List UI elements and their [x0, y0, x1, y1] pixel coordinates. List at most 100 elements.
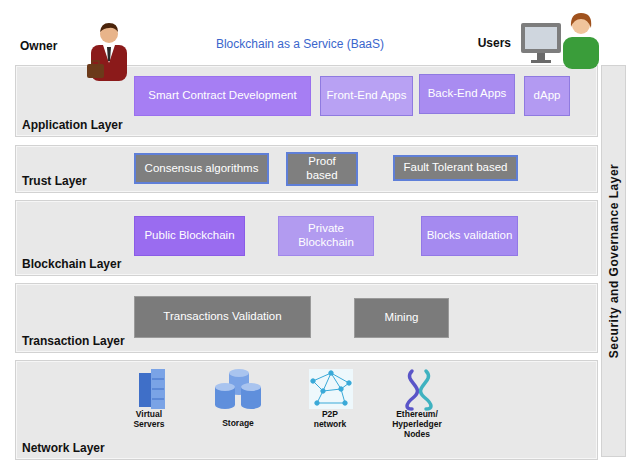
owner-shirt: [103, 45, 115, 63]
user-body: [563, 37, 599, 69]
box-label: Blocks validation: [427, 229, 513, 243]
storage-top: [229, 369, 249, 377]
icon-label: P2P network: [305, 410, 355, 430]
layer-band: Network Layer: [15, 360, 598, 460]
box-label: Fault Tolerant based: [404, 161, 508, 175]
layer-band: Blockchain LayerPublic BlockchainPrivate…: [15, 200, 598, 276]
icon-label-holder: P2P network: [305, 410, 355, 431]
p2p-peer: [315, 401, 319, 405]
actor-label: Owner: [20, 40, 57, 54]
briefcase-handle: [92, 61, 99, 65]
service-box: Transactions Validation: [134, 296, 311, 338]
storage-top: [215, 383, 235, 391]
layer-title: Application Layer: [22, 118, 591, 132]
service-box: Fault Tolerant based: [393, 155, 518, 181]
actor-label-holder: Users: [455, 33, 511, 51]
node-strand: [407, 371, 417, 409]
storage-icon: [215, 369, 261, 409]
actor-label: Users: [478, 37, 511, 51]
server-slot: [152, 389, 164, 390]
service-box: Back-End Apps: [419, 74, 515, 114]
p2p-link: [323, 373, 331, 391]
service-box: Consensus algorithms: [134, 153, 269, 184]
box-label: Private Blockchain: [283, 222, 369, 250]
p2p-ground: [309, 369, 353, 409]
p2p-link: [341, 389, 345, 403]
box-label: dApp: [534, 89, 561, 103]
box-label: Transactions Validation: [163, 310, 281, 324]
p2p-peer: [311, 379, 315, 383]
layer-band: Application Layer Smart Contract Developm…: [15, 65, 598, 137]
server-rack: [139, 373, 151, 407]
icon-label-holder: Ethereum/ Hyperledger Nodes: [380, 410, 454, 441]
p2p-link: [313, 381, 323, 391]
p2p-link: [323, 389, 341, 391]
service-box: Public Blockchain: [134, 216, 245, 256]
box-label: Public Blockchain: [144, 229, 234, 243]
p2p-peer: [347, 381, 351, 385]
owner-suit: [91, 45, 127, 81]
box-label: Proof based: [292, 155, 352, 183]
owner-tie: [107, 47, 111, 61]
icon-label-holder: Virtual Servers: [122, 410, 176, 431]
p2p-link: [317, 391, 323, 403]
p2p-link: [317, 403, 345, 404]
storage-bottom: [241, 401, 261, 409]
storage-bottom: [215, 401, 235, 409]
icon-label: Virtual Servers: [122, 410, 176, 430]
user-head: [572, 16, 590, 34]
p2p-link: [313, 373, 331, 381]
layer-title: Security and Governance Layer: [607, 65, 621, 457]
actor-label-holder: Owner: [20, 36, 80, 54]
layer-title: Transaction Layer: [22, 334, 591, 348]
p2p-network-icon: [309, 369, 353, 409]
p2p-peer: [321, 389, 325, 393]
p2p-link: [331, 373, 349, 383]
side-band: Security and Governance Layer: [601, 65, 626, 457]
server-slot: [152, 399, 164, 400]
diagram-title: Blockchain as a Service (BaaS): [216, 37, 384, 51]
storage-bottom: [229, 387, 249, 395]
layer-band: Transaction Layer Transactions Validation…: [15, 283, 598, 353]
icon-label-holder: Storage: [212, 412, 264, 430]
storage-top: [241, 383, 261, 391]
storage-cylinder: [241, 387, 261, 405]
box-label: Back-End Apps: [428, 87, 507, 101]
service-box: dApp: [524, 76, 570, 116]
server-rack: [151, 369, 165, 409]
title-box: Blockchain as a Service (BaaS): [170, 34, 430, 52]
server-slot: [152, 379, 164, 380]
user-hair: [571, 13, 591, 28]
owner-head: [100, 25, 118, 43]
service-box: Blocks validation: [421, 216, 518, 256]
p2p-peer: [339, 387, 343, 391]
p2p-peer: [329, 371, 333, 375]
icon-label: Storage: [222, 419, 254, 429]
monitor: [521, 23, 561, 53]
storage-cylinder: [229, 373, 249, 391]
service-box: Proof based: [286, 152, 358, 186]
monitor-stand: [537, 53, 545, 61]
layer-title: Network Layer: [22, 441, 591, 455]
service-box: Smart Contract Development: [134, 76, 311, 116]
p2p-link: [331, 373, 341, 389]
node-icon: [407, 371, 431, 409]
monitor-screen: [525, 27, 557, 49]
user-icon: [521, 13, 599, 69]
layer-band: Trust LayerConsensus algorithmsProof bas…: [15, 145, 598, 193]
box-label: Front-End Apps: [327, 89, 407, 103]
storage-cylinder: [215, 387, 235, 405]
box-label: Mining: [385, 311, 419, 325]
service-box: Front-End Apps: [320, 76, 413, 116]
box-label: Smart Contract Development: [148, 89, 296, 103]
virtual-servers-icon: [139, 369, 165, 409]
p2p-peer: [343, 401, 347, 405]
owner-briefcase: [87, 64, 104, 78]
service-box: Mining: [354, 298, 449, 338]
monitor-base: [531, 60, 551, 63]
owner-icon: [87, 23, 127, 81]
icon-label: Ethereum/ Hyperledger Nodes: [380, 410, 454, 439]
service-box: Private Blockchain: [278, 216, 374, 256]
owner-hair: [100, 23, 118, 32]
